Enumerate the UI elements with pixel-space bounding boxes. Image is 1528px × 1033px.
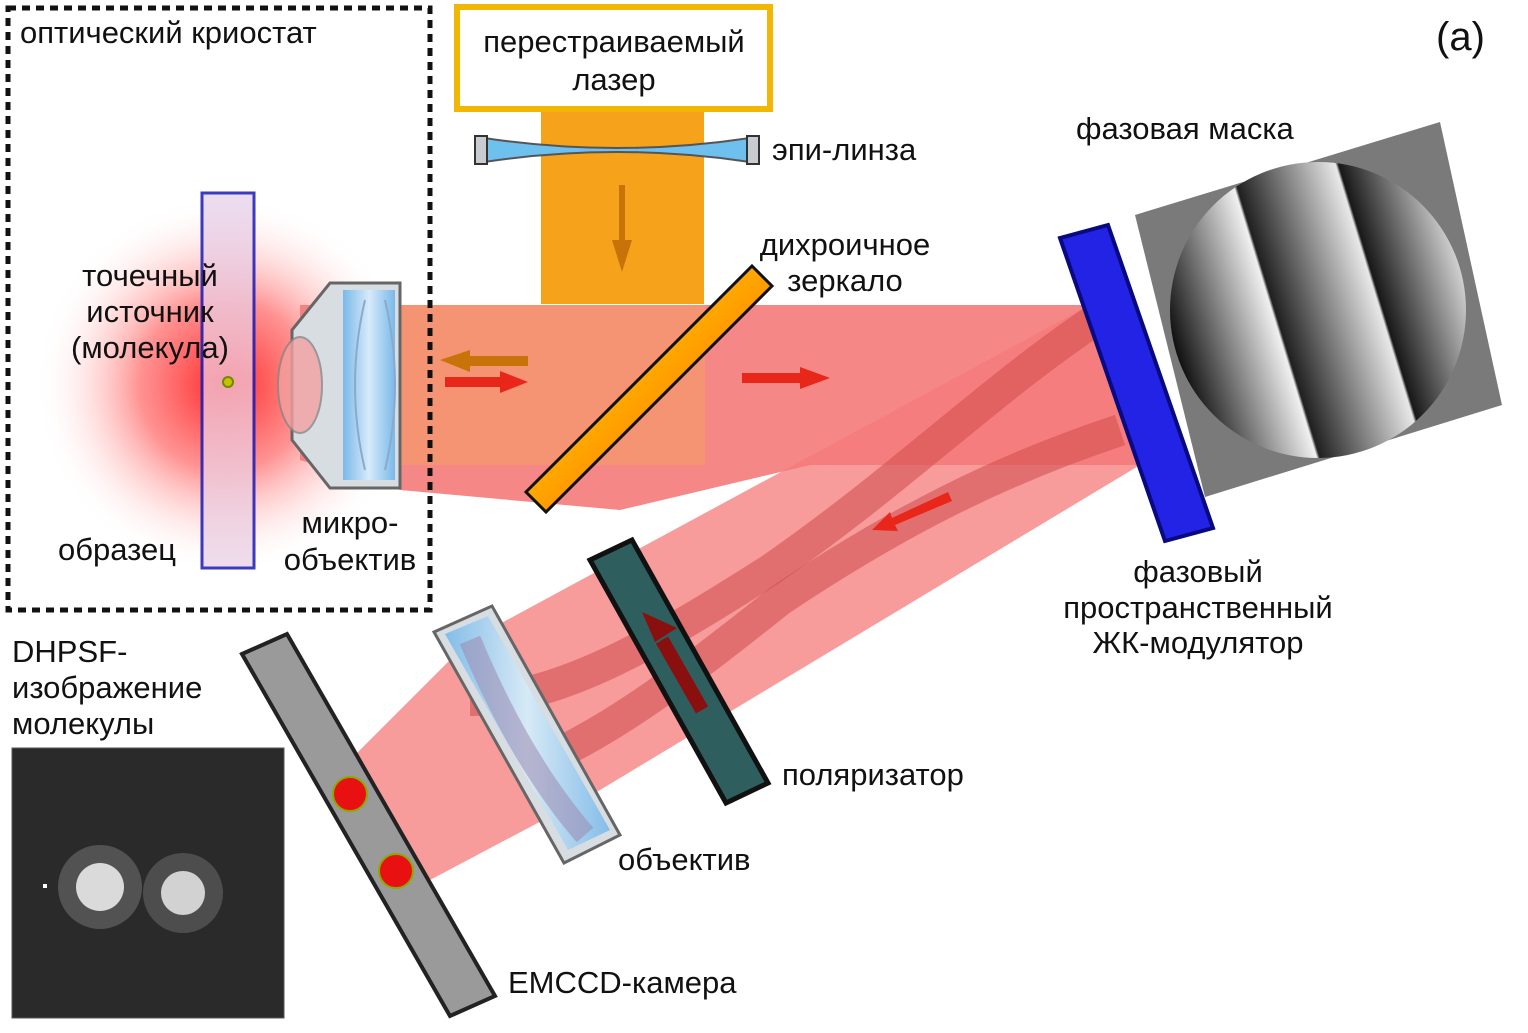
- epi-lens-edge-right: [746, 135, 760, 165]
- micro-objective-label-1: микро-: [302, 505, 399, 540]
- polarizer-arrow-shaft: [655, 636, 709, 714]
- epi-lens-label: эпи-линза: [772, 132, 917, 167]
- laser-label-2: лазер: [572, 62, 655, 97]
- phase-mask-label: фазовая маска: [1076, 111, 1295, 146]
- micro-objective-lens: [343, 290, 395, 480]
- image-spot-upper: [332, 776, 368, 812]
- dichroic-mirror: [523, 263, 775, 515]
- molecule-dot: [222, 376, 234, 388]
- emccd-camera: [239, 631, 498, 1019]
- micro-objective-front-lens: [277, 336, 323, 434]
- objective-lens-curvature: [459, 635, 594, 843]
- cryostat-label: оптический криостат: [20, 15, 317, 50]
- camera-label: EMCCD-камера: [508, 965, 737, 1000]
- epi-lens-edge-left: [474, 135, 488, 165]
- laser-box: [454, 4, 773, 112]
- point-source-label-2: источник: [86, 294, 214, 329]
- image-spot-lower: [378, 853, 414, 889]
- sample-label: образец: [58, 532, 176, 567]
- slm-label-3: ЖК-модулятор: [1093, 625, 1304, 660]
- objective-label: объектив: [618, 842, 750, 877]
- panel-label: (a): [1436, 15, 1485, 59]
- dhpsf-image: [11, 747, 285, 1019]
- image-caption-2: изображение: [12, 670, 202, 705]
- point-source-label-1: точечный: [82, 258, 218, 293]
- phase-mask: [1135, 122, 1502, 497]
- emission-arrow-right-2: [742, 367, 830, 389]
- image-caption-1: DHPSF-: [12, 634, 127, 669]
- dichroic-label-1: дихроичное: [760, 227, 930, 262]
- polarizer-label: поляризатор: [782, 757, 964, 792]
- phase-slm: [1057, 222, 1216, 544]
- laser-arrow-head: [612, 240, 632, 272]
- reflected-arrow: [872, 492, 952, 531]
- image-caption-3: молекулы: [12, 706, 154, 741]
- laser-label-1: перестраиваемый: [483, 24, 745, 59]
- slm-label-2: пространственный: [1063, 590, 1332, 625]
- cryostat-box: [5, 5, 433, 613]
- emission-arrow-right: [445, 371, 528, 393]
- micro-objective-inner-lens: [354, 299, 396, 471]
- point-source-label-3: (молекула): [71, 330, 229, 365]
- double-helix-lobe-2: [514, 414, 1126, 785]
- micro-objective-label-2: объектив: [284, 542, 416, 577]
- excitation-arrow-left: [440, 350, 528, 372]
- double-helix-lobe-1: [469, 306, 1104, 716]
- dichroic-label-2: зеркало: [787, 263, 903, 298]
- slm-label-1: фазовый: [1133, 554, 1263, 589]
- polarizer-arrow-head: [642, 612, 677, 642]
